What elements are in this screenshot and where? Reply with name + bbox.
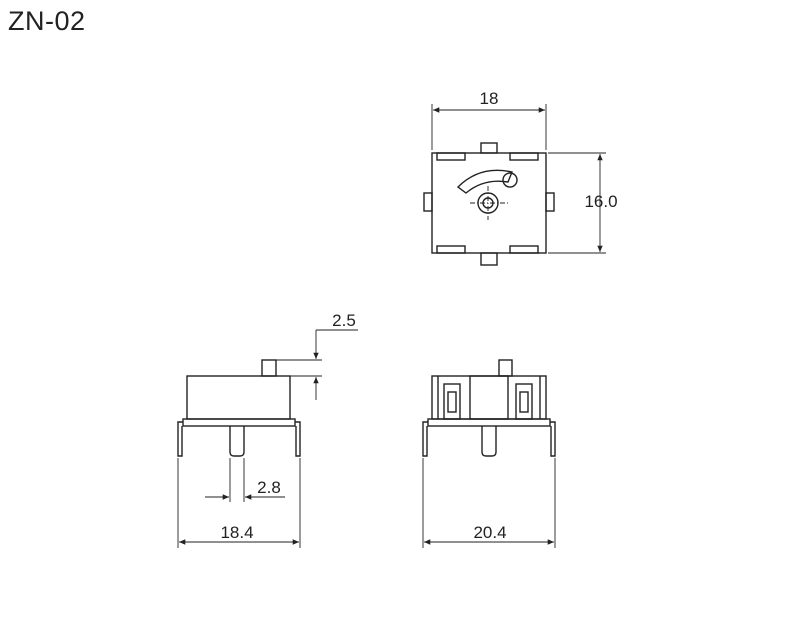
front-slot-right-inner <box>519 391 529 413</box>
front-center-block <box>469 375 509 420</box>
front-slot-left <box>443 383 461 420</box>
top-view <box>423 142 555 266</box>
dim-pin-width-label: 2.8 <box>257 478 281 497</box>
dim-side-width-label: 18.4 <box>220 523 253 542</box>
front-base <box>427 418 551 427</box>
front-view <box>422 359 556 457</box>
front-center-pin <box>481 426 497 457</box>
front-left-leg <box>422 421 428 457</box>
front-slot-right <box>515 383 533 420</box>
dim-side-width: 18.4 <box>177 458 301 548</box>
dim-side-height-label: 2.5 <box>332 311 356 330</box>
top-pin <box>480 142 498 154</box>
left-tab <box>423 192 433 212</box>
front-actuator <box>498 359 513 377</box>
part-number-title: ZN-02 <box>8 6 86 36</box>
right-leg <box>295 421 301 457</box>
dim-top-width: 18 <box>431 89 547 150</box>
dim-pin-width: 2.8 <box>205 458 285 502</box>
top-slot <box>509 245 539 254</box>
actuator-tip <box>502 172 518 188</box>
front-right-leg <box>550 421 556 457</box>
dim-side-height: 2.5 <box>276 311 358 400</box>
actuator-arc <box>456 169 513 194</box>
top-view-body <box>431 152 547 254</box>
dim-front-width-label: 20.4 <box>473 523 506 542</box>
side-view <box>177 359 301 457</box>
left-leg <box>177 421 183 457</box>
top-slot <box>436 152 466 161</box>
top-slot <box>436 245 466 254</box>
bottom-pin <box>480 252 498 266</box>
side-base <box>182 418 296 427</box>
side-center-pin <box>229 426 245 457</box>
dim-front-width: 20.4 <box>422 458 556 548</box>
side-body <box>186 375 291 420</box>
front-slot-left-inner <box>447 391 457 413</box>
dim-top-width-label: 18 <box>480 89 499 108</box>
right-tab <box>545 192 555 212</box>
top-slot <box>509 152 539 161</box>
side-actuator <box>261 359 277 377</box>
dim-top-height: 16.0 <box>548 152 618 254</box>
dim-top-height-label: 16.0 <box>584 192 617 211</box>
